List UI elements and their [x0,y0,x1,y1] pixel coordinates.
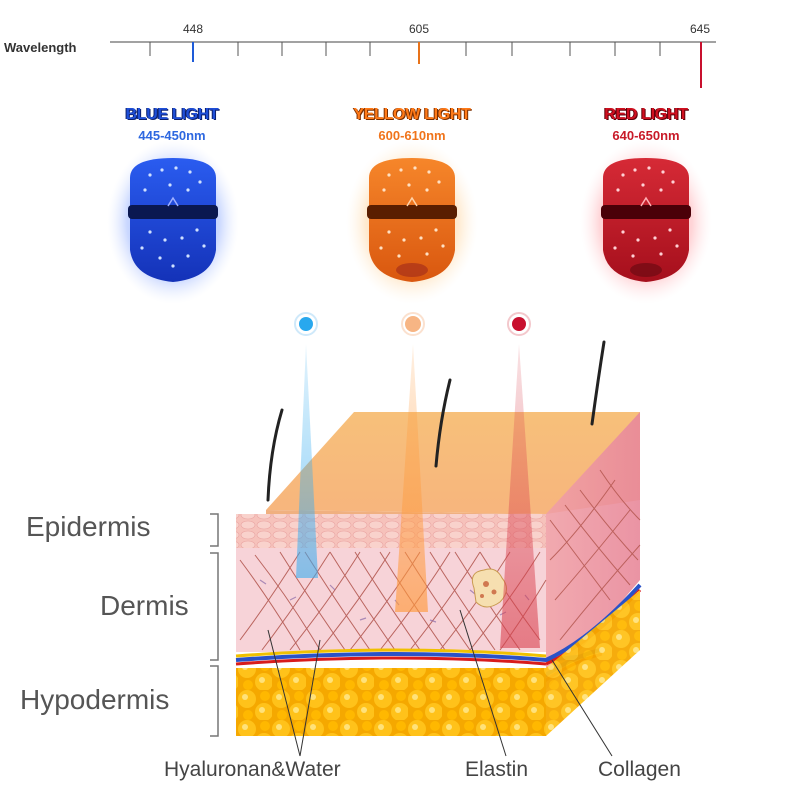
blue-light-title: BLUE LIGHT [125,106,219,123]
wavelength-tick-yellow: 605 [408,22,430,36]
epidermis-label: Epidermis [26,511,151,542]
leader-lines [267,609,613,757]
red-light-beam [500,344,540,648]
blue-light-beam [296,344,318,578]
fibroblast-cell [471,568,507,608]
hypodermis-layer [236,668,546,736]
hairs [266,340,606,502]
light-dots [294,312,531,336]
red-light-title: RED LIGHT [604,106,688,123]
yellow-light-beam [395,344,428,612]
wavelength-scale [110,41,716,88]
wavelength-label: Wavelength [4,40,77,55]
elastin-label: Elastin [465,758,529,781]
blue-mask [107,140,239,304]
hypodermis-label: Hypodermis [20,684,170,715]
epidermis-layer [236,514,546,548]
yellow-mask [346,140,478,304]
layer-brackets [210,513,219,737]
skin-surface [266,412,640,514]
wavelength-tick-blue: 448 [182,22,204,36]
red-mask [580,140,712,304]
hyaluronan-label: Hyaluronan&Water [164,758,341,781]
blue-light-range: 445-450nm [138,128,206,143]
wavelength-tick-red: 645 [689,22,711,36]
red-light-range: 640-650nm [612,128,680,143]
collagen-label: Collagen [598,758,681,781]
yellow-light-title: YELLOW LIGHT [353,106,471,123]
dermis-label: Dermis [100,590,189,621]
yellow-light-range: 600-610nm [378,128,446,143]
